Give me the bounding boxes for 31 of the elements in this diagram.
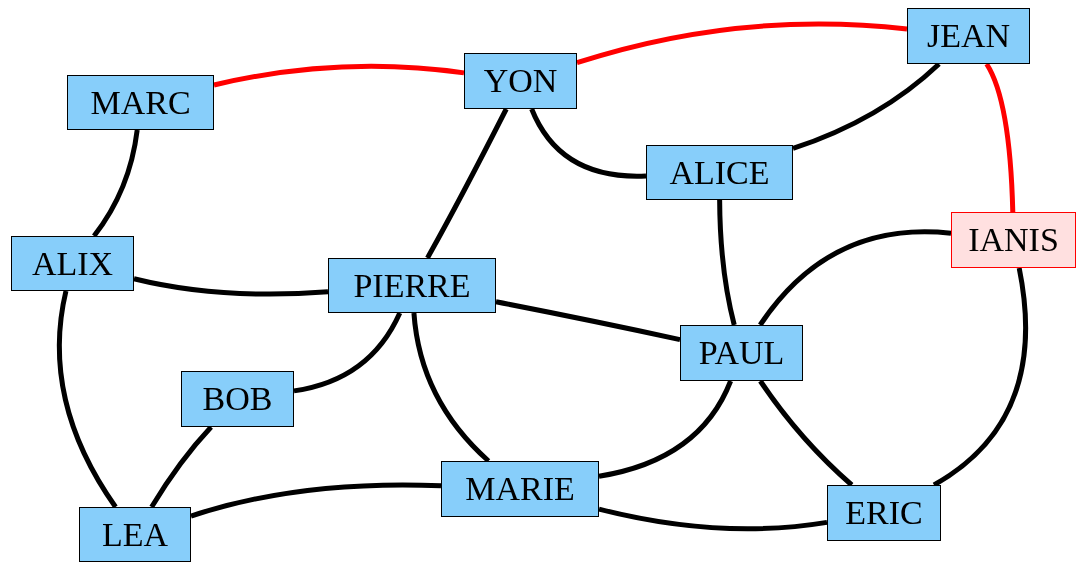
connector-line	[133, 276, 329, 297]
connector-line	[92, 129, 140, 238]
connector-line	[149, 425, 213, 509]
connector-line	[529, 107, 647, 179]
connector-line	[293, 311, 403, 394]
name-box: ERIC	[827, 485, 941, 541]
name-box: PIERRE	[328, 258, 496, 313]
connector-line	[56, 290, 118, 509]
connector-line	[984, 62, 1016, 213]
name-box: MARIE	[441, 461, 599, 517]
connector-line	[598, 506, 828, 532]
name-box: JEAN	[907, 8, 1030, 64]
name-box: LEA	[79, 507, 191, 562]
connector-line	[758, 379, 854, 487]
connector-line	[495, 299, 681, 343]
connector-line	[213, 63, 465, 88]
connector-line	[717, 199, 737, 326]
connector-line	[576, 21, 908, 66]
connector-line	[190, 482, 442, 519]
name-box: IANIS	[951, 212, 1076, 268]
connector-line	[758, 229, 952, 327]
name-box: ALICE	[646, 145, 793, 200]
name-box: YON	[464, 53, 577, 109]
connector-line	[411, 312, 491, 463]
connector-line	[792, 62, 941, 151]
connector-line	[425, 107, 509, 260]
name-box: BOB	[181, 371, 294, 427]
name-box: MARC	[67, 75, 214, 130]
name-box: ALIX	[11, 236, 134, 291]
connector-line	[598, 380, 733, 479]
name-box: PAUL	[680, 325, 803, 381]
